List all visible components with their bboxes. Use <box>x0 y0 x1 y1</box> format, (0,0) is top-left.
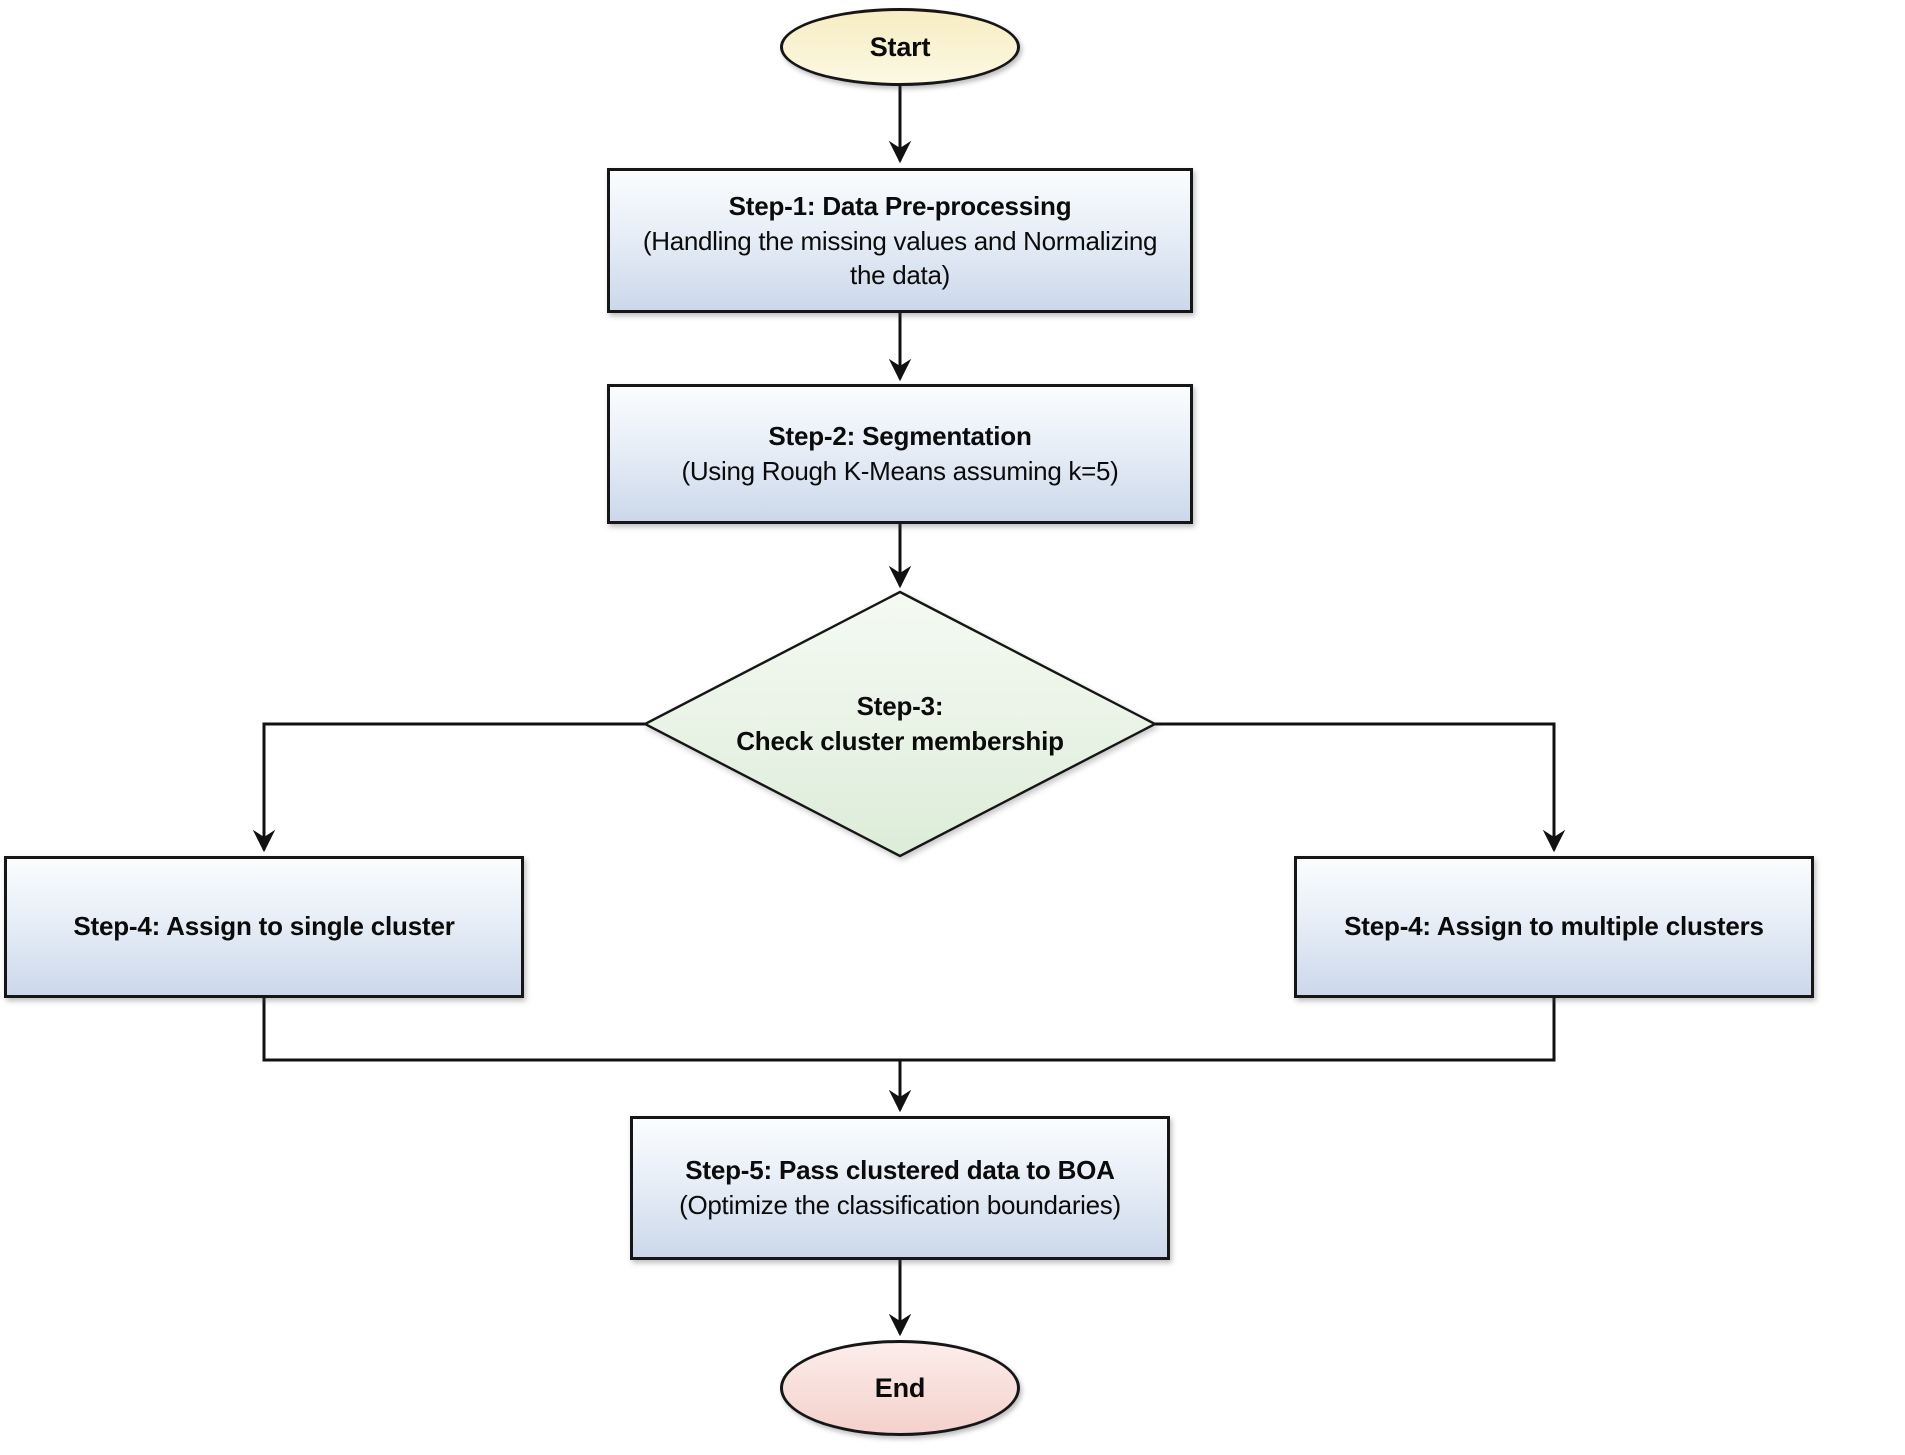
step1-process-box: Step-1: Data Pre-processing (Handling th… <box>607 168 1193 313</box>
step3-decision-label: Step-3: Check cluster membership <box>660 659 1140 789</box>
step4-multiple-clusters-box: Step-4: Assign to multiple clusters <box>1294 856 1814 998</box>
step2-process-box: Step-2: Segmentation (Using Rough K-Mean… <box>607 384 1193 524</box>
step1-title: Step-1: Data Pre-processing <box>728 190 1072 221</box>
step4-single-title: Step-4: Assign to single cluster <box>73 911 455 942</box>
start-terminal: Start <box>780 8 1020 86</box>
step5-process-box: Step-5: Pass clustered data to BOA (Opti… <box>630 1116 1170 1260</box>
connector-step3-to-step4-single <box>252 722 645 853</box>
step4-multiple-title: Step-4: Assign to multiple clusters <box>1344 911 1764 942</box>
step2-title: Step-2: Segmentation <box>768 421 1032 452</box>
step4-single-cluster-box: Step-4: Assign to single cluster <box>4 856 524 998</box>
connector-step3-to-step4-multiple <box>1155 722 1566 853</box>
end-label: End <box>874 1372 926 1403</box>
step3-line2: Check cluster membership <box>736 726 1064 756</box>
step5-title: Step-5: Pass clustered data to BOA <box>685 1155 1115 1186</box>
start-label: Start <box>869 31 931 62</box>
step2-subtitle: (Using Rough K-Means assuming k=5) <box>681 456 1119 487</box>
step3-line1: Step-3: <box>856 690 944 721</box>
connector-merge-line <box>262 998 1556 1062</box>
step1-subtitle: (Handling the missing values and Normali… <box>642 225 1158 291</box>
end-terminal: End <box>780 1340 1020 1436</box>
step3-decision-diamond <box>642 590 1158 858</box>
step5-subtitle: (Optimize the classification boundaries) <box>679 1190 1121 1221</box>
